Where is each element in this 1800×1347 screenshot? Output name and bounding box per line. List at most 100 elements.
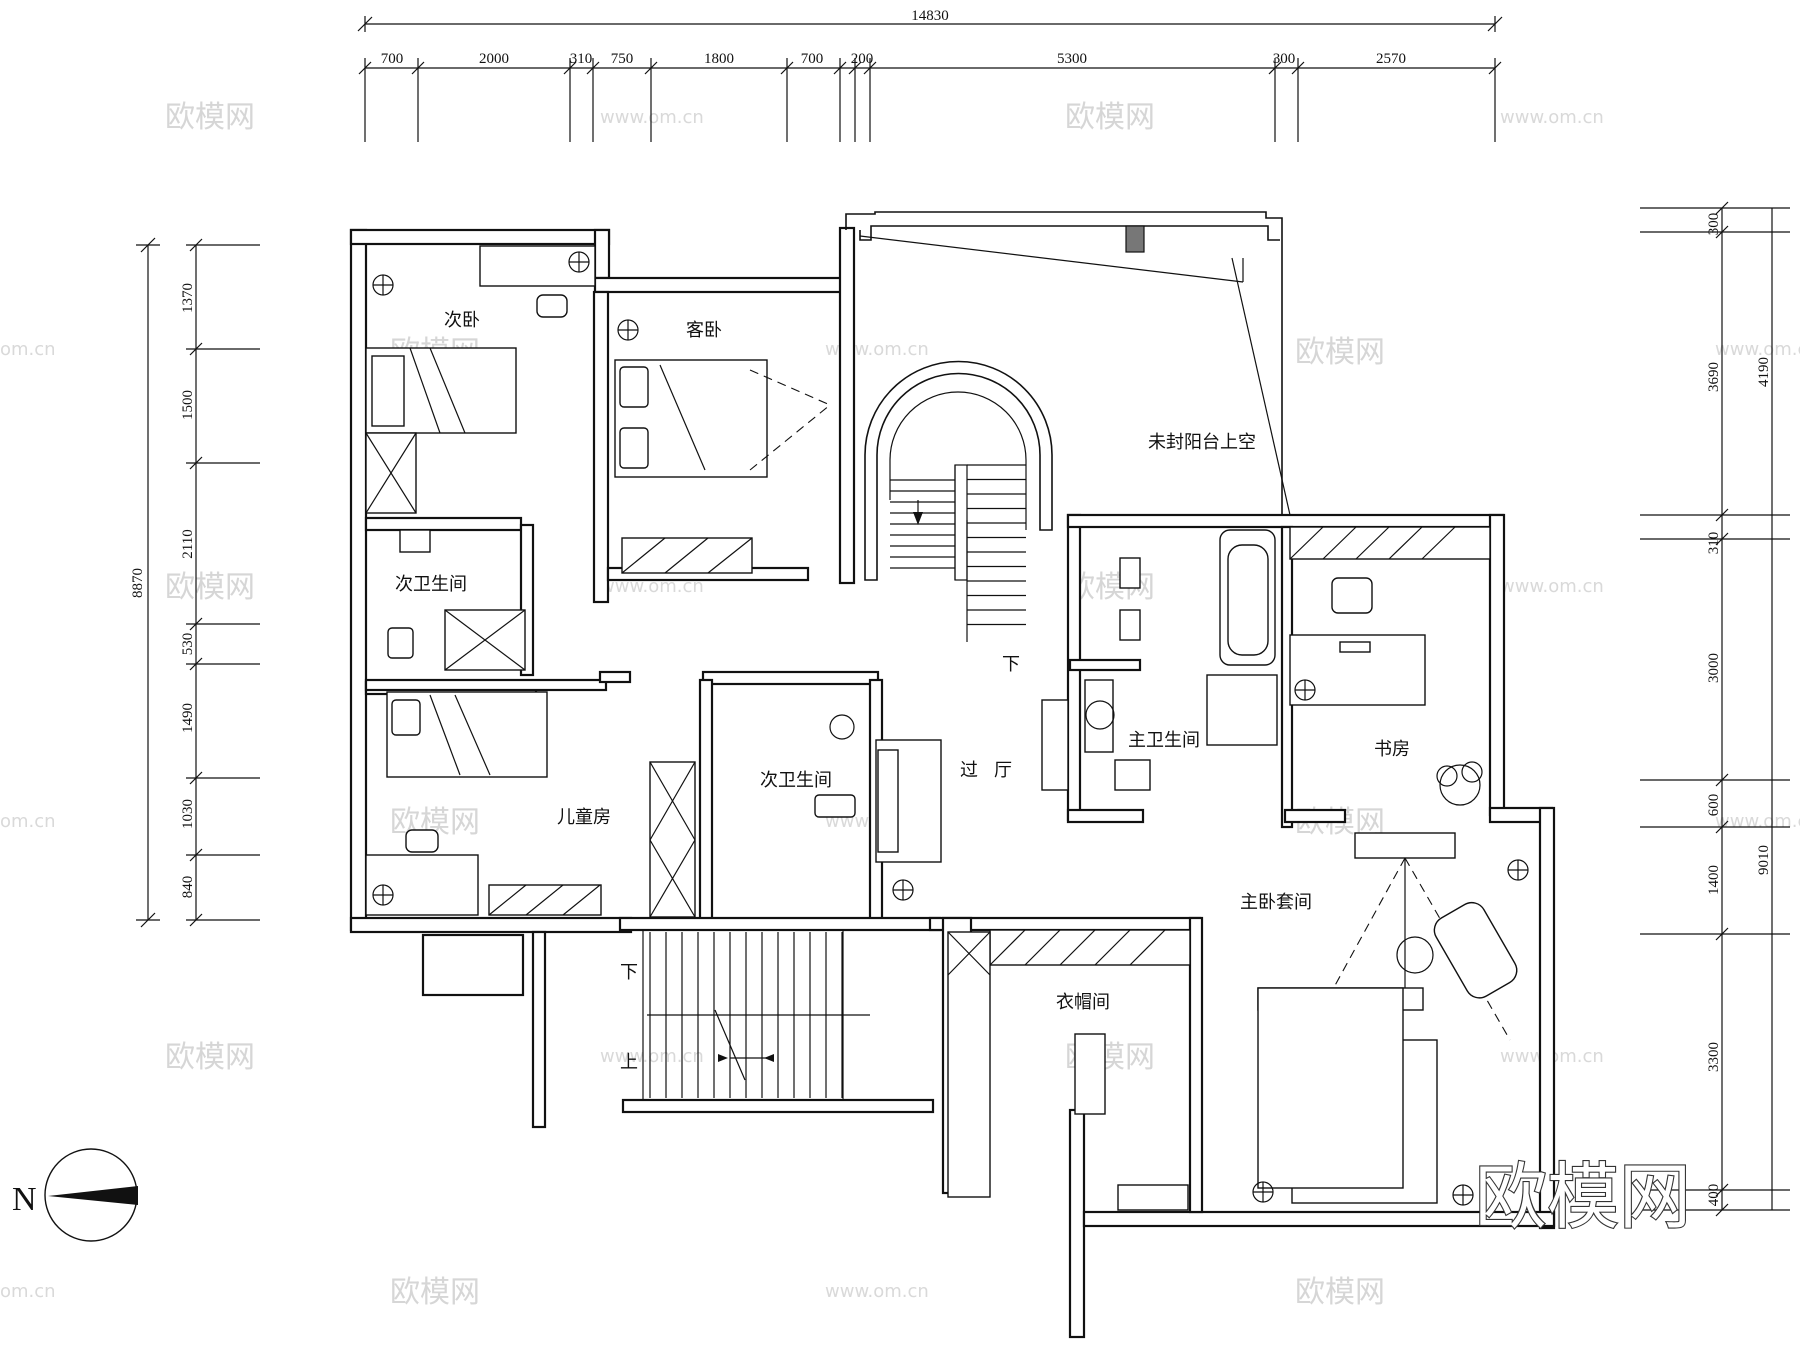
compass-north-label: N (12, 1181, 37, 1218)
top-dim-segment: 300 (1273, 51, 1296, 67)
top-dim-segment: 310 (570, 51, 593, 67)
top-tick-slash (1291, 61, 1305, 75)
watermark-url: www.om.cn (825, 1281, 929, 1302)
top-dim-segment: 2000 (479, 51, 509, 67)
top-tick-slash (863, 61, 877, 75)
right-dim-segment: 1400 (1706, 865, 1722, 895)
left-dimension-ticks (186, 238, 260, 927)
room-label-guest-bedroom: 客卧 (686, 320, 722, 341)
left-dim-segment: 1500 (180, 390, 196, 420)
top-dim-segment: 700 (801, 51, 824, 67)
top-dim-segment: 200 (851, 51, 874, 67)
right-dimension-ticks (1640, 201, 1790, 1217)
left-tick-slash (189, 913, 203, 927)
room-label-bedroom2: 次卧 (444, 310, 480, 331)
watermark-url: www.om.cn (1715, 339, 1800, 360)
room-label-hall: 过厅 (960, 760, 1028, 781)
right-dim-segment: 300 (1706, 213, 1722, 236)
right-tick-slash (1715, 532, 1729, 546)
right-dim-segment: 400 (1706, 1184, 1722, 1207)
top-tick-slash (848, 61, 862, 75)
north-compass: N (12, 1148, 138, 1242)
stair-lower (642, 929, 870, 1101)
left-total-dimension: 8870 (130, 568, 146, 598)
top-dimension-ticks (358, 58, 1502, 142)
room-label-study: 书房 (1374, 739, 1410, 760)
stair-down-label: 下 (1002, 654, 1020, 675)
right-dim-segment: 3300 (1706, 1042, 1722, 1072)
left-tick-slash (189, 456, 203, 470)
stair-lower-down-label: 下 (620, 962, 638, 983)
left-dim-segment: 2110 (180, 529, 196, 558)
watermark-brand: 欧模网 (1295, 335, 1385, 370)
top-total-dimension: 14830 (911, 8, 949, 24)
left-tick-slash (189, 657, 203, 671)
top-tick-slash (411, 61, 425, 75)
left-tick-slash (189, 617, 203, 631)
left-dim-segment: 1370 (180, 283, 196, 313)
stair-center (864, 360, 1053, 642)
watermark-url: www.om.cn (600, 107, 704, 128)
left-tick-slash (189, 342, 203, 356)
top-dim-segment: 700 (381, 51, 404, 67)
watermark-url: www.om.cn (600, 576, 704, 597)
watermark-brand: 欧模网 (1065, 100, 1155, 135)
top-dim-segment: 1800 (704, 51, 734, 67)
room-labels: 次卧 客卧 未封阳台上空 次卫生间 次卫生间 主卫生间 书房 过厅 儿童房 主卧… (395, 310, 1410, 1013)
right-tick-slash (1715, 1183, 1729, 1197)
furniture (365, 245, 1529, 1211)
watermark-brand: 欧模网 (165, 1040, 255, 1075)
top-tick-slash (586, 61, 600, 75)
left-tick-slash (189, 848, 203, 862)
top-dim-segment: 5300 (1057, 51, 1087, 67)
watermark-url-edge: om.cn (0, 339, 56, 360)
right-tick-slash (1715, 201, 1729, 215)
right-outer-dimension: 9010 (1756, 845, 1772, 875)
watermark-url-edge: om.cn (0, 1281, 56, 1302)
watermark-brand: 欧模网 (165, 100, 255, 135)
top-tick-slash (1488, 61, 1502, 75)
left-dim-segment: 1030 (180, 799, 196, 829)
right-tick-slash (1715, 508, 1729, 522)
top-dimension-chain: 14830 700 2000 310 750 1800 700 200 5300… (357, 8, 1503, 142)
right-tick-slash (1715, 225, 1729, 239)
compass-needle (48, 1186, 138, 1205)
stair-center-treads (890, 464, 1026, 626)
right-dim-segment: 3000 (1706, 653, 1722, 683)
top-tick-slash (1268, 61, 1282, 75)
right-dim-segment: 600 (1706, 794, 1722, 817)
right-dimension-chain: 300 3690 310 3000 600 1400 3300 400 4190… (1640, 201, 1790, 1217)
watermark-brand-large: 欧模网 (1475, 1155, 1691, 1239)
stair-lower-treads (649, 932, 843, 1098)
right-dim-segment: 310 (1706, 532, 1722, 555)
room-label-balcony-void: 未封阳台上空 (1148, 432, 1256, 453)
watermark-brand: 欧模网 (1295, 1275, 1385, 1310)
left-tick-slash (189, 238, 203, 252)
right-tick-slash (1715, 927, 1729, 941)
right-outer-dimension: 4190 (1756, 357, 1772, 387)
top-tick-slash (833, 61, 847, 75)
left-dim-segment: 530 (180, 633, 196, 656)
watermark-url: www.om.cn (600, 1046, 704, 1067)
top-dim-segment: 750 (611, 51, 634, 67)
room-label-kids-room: 儿童房 (557, 807, 611, 828)
walls (349, 211, 1556, 1339)
left-dimension-chain: 8870 1370 1500 2110 530 1490 1030 840 (130, 237, 260, 928)
room-label-bath2-upper: 次卫生间 (395, 574, 467, 595)
watermark-brand: 欧模网 (165, 570, 255, 605)
room-label-master-bath: 主卫生间 (1128, 730, 1200, 751)
watermark-url-edge: om.cn (0, 811, 56, 832)
left-dim-segment: 1490 (180, 703, 196, 733)
right-dim-segment: 3690 (1706, 362, 1722, 392)
top-tick-slash (644, 61, 658, 75)
left-tick-slash (189, 771, 203, 785)
left-dim-segment: 840 (180, 876, 196, 899)
right-tick-slash (1715, 1203, 1729, 1217)
watermark-brand: 欧模网 (390, 1275, 480, 1310)
top-tick-slash (780, 61, 794, 75)
watermarks: 欧模网 www.om.cn 欧模网 www.om.cn om.cn 欧模网 ww… (0, 100, 1800, 1310)
top-dim-segment: 2570 (1376, 51, 1406, 67)
room-label-bath2-lower: 次卫生间 (760, 770, 832, 791)
room-label-closet: 衣帽间 (1056, 992, 1110, 1013)
